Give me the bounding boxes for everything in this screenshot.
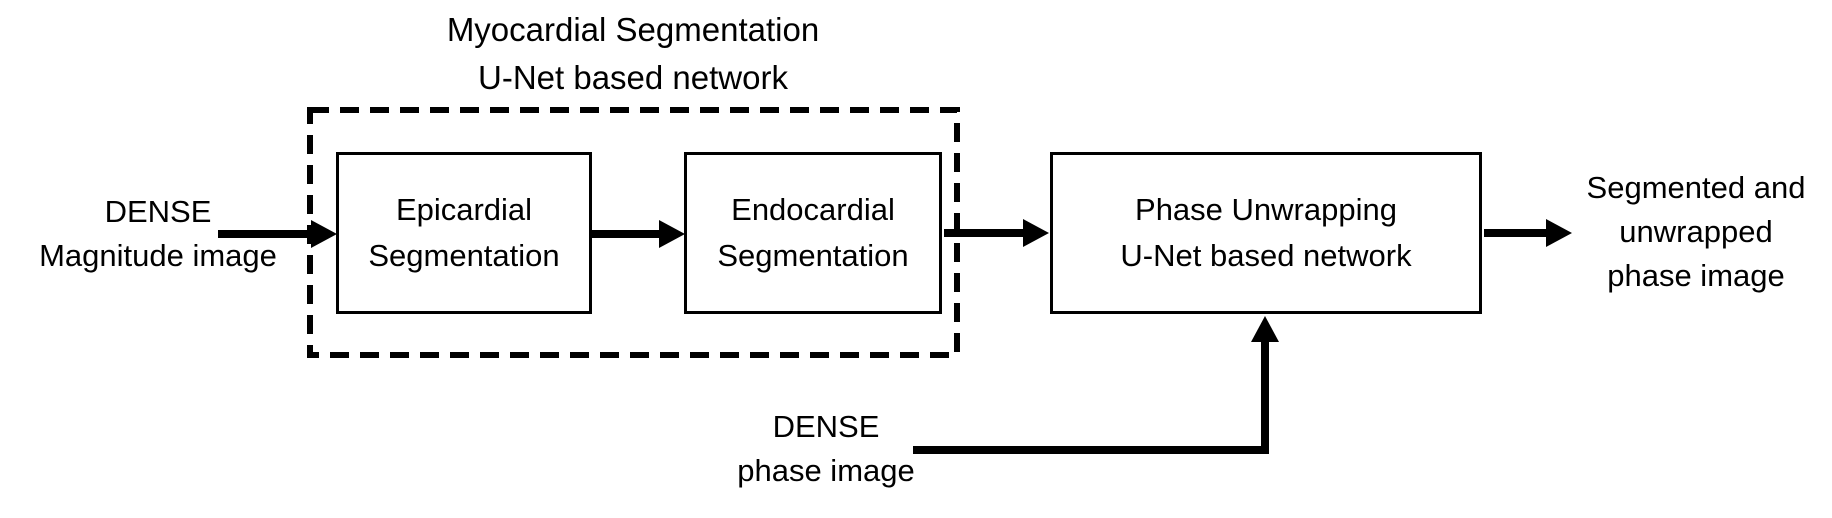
arrow-shaft <box>913 340 1269 454</box>
endocardial-box-line1: Endocardial <box>731 192 895 227</box>
group-title-line1: Myocardial Segmentation <box>446 11 820 48</box>
arrowhead-icon <box>1023 219 1049 247</box>
arrowhead-icon <box>311 220 337 248</box>
arrowhead-icon <box>1251 316 1279 342</box>
epicardial-segmentation-box: Epicardial Segmentation <box>336 152 592 314</box>
input-label-line1: DENSE <box>104 194 212 229</box>
output-label-segmented-unwrapped: Segmented and unwrapped phase image <box>1560 166 1832 298</box>
output-label-line1: Segmented and <box>1586 170 1806 205</box>
group-title-line2: U-Net based network <box>478 59 788 96</box>
output-label-line3: phase image <box>1607 258 1785 293</box>
arrow-endocardial-to-phase <box>944 219 1049 247</box>
arrow-input-to-epicardial <box>218 220 337 248</box>
epicardial-box-line2: Segmentation <box>368 238 560 273</box>
phase-input-label-line1: DENSE <box>772 409 880 444</box>
phase-unwrapping-box: Phase Unwrapping U-Net based network <box>1050 152 1482 314</box>
input-label-dense-magnitude: DENSE Magnitude image <box>8 190 308 278</box>
phase-box-line1: Phase Unwrapping <box>1135 192 1397 227</box>
arrow-phase-input-elbow <box>913 316 1279 454</box>
arrowhead-icon <box>1546 219 1572 247</box>
phase-input-label-line2: phase image <box>737 453 915 488</box>
input-label-dense-phase: DENSE phase image <box>700 405 952 493</box>
input-label-line2: Magnitude image <box>39 238 277 273</box>
arrowhead-icon <box>659 220 685 248</box>
arrow-phase-to-output <box>1484 219 1572 247</box>
endocardial-box-line2: Segmentation <box>717 238 909 273</box>
output-label-line2: unwrapped <box>1619 214 1773 249</box>
phase-box-line2: U-Net based network <box>1120 238 1412 273</box>
epicardial-box-line1: Epicardial <box>395 192 533 227</box>
group-title: Myocardial Segmentation U-Net based netw… <box>433 6 833 102</box>
arrow-epicardial-to-endocardial <box>592 220 685 248</box>
endocardial-segmentation-box: Endocardial Segmentation <box>684 152 942 314</box>
